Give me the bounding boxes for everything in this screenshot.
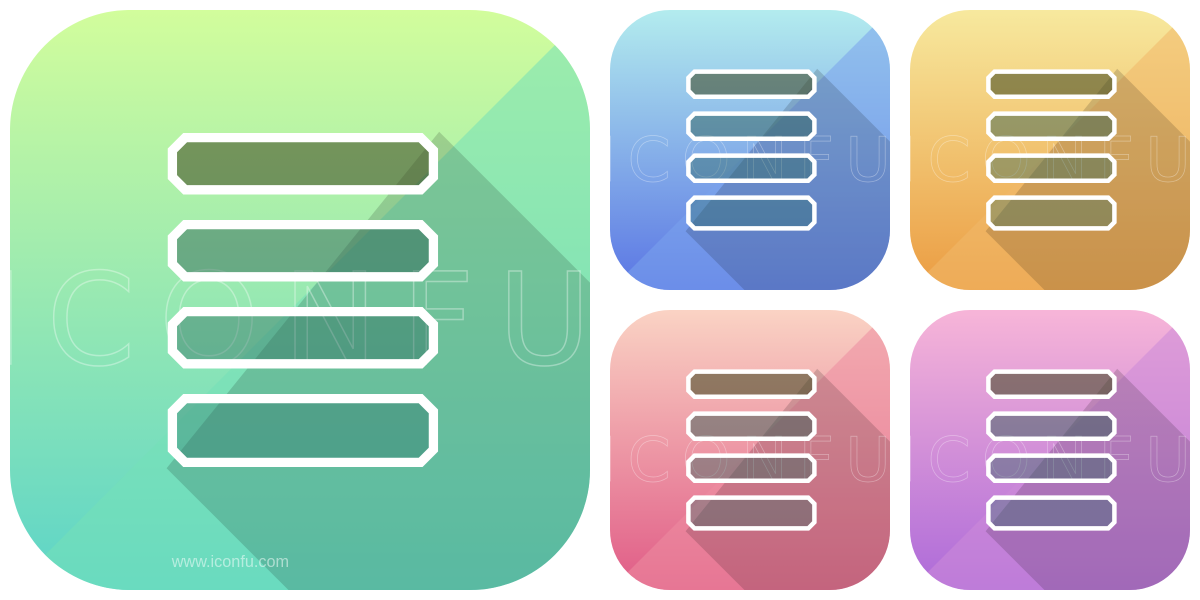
app-icon-tile-orange: ICONFU: [910, 10, 1190, 290]
tile-diagonal-highlight: [610, 310, 890, 590]
tile-diagonal-highlight: [10, 10, 590, 590]
database-bar: [986, 69, 1117, 100]
database-bar: [686, 369, 817, 400]
database-bar: [986, 453, 1117, 484]
database-bar: [686, 453, 817, 484]
database-bar: [986, 111, 1117, 142]
database-bar: [686, 495, 817, 531]
app-icon-tile-large: ICONFU www.iconfu.com: [10, 10, 590, 590]
database-bar: [986, 153, 1117, 184]
database-icon: ICONFU: [910, 10, 1190, 290]
tile-diagonal-highlight: [910, 10, 1190, 290]
database-bar: [167, 219, 439, 282]
watermark-text: ICONFU: [910, 124, 1190, 196]
app-icon-tile-blue: ICONFU: [610, 10, 890, 290]
watermark-text: ICONFU: [910, 424, 1190, 496]
database-bar: [167, 132, 439, 195]
watermark-url: www.iconfu.com: [171, 553, 289, 571]
database-bar: [986, 495, 1117, 531]
database-icon: ICONFU: [610, 10, 890, 290]
database-bar: [686, 69, 817, 100]
database-icon: ICONFU www.iconfu.com: [10, 10, 590, 590]
tile-diagonal-highlight: [910, 310, 1190, 590]
app-icon-tile-purple: ICONFU: [910, 310, 1190, 590]
database-bar: [986, 411, 1117, 442]
tile-diagonal-highlight: [610, 10, 890, 290]
watermark-text: ICONFU: [10, 247, 590, 395]
watermark-text: ICONFU: [610, 424, 890, 496]
database-bar: [167, 393, 439, 468]
database-icon: ICONFU: [910, 310, 1190, 590]
watermark-text: ICONFU: [610, 124, 890, 196]
database-bar: [686, 153, 817, 184]
database-icon: ICONFU: [610, 310, 890, 590]
database-bar: [686, 111, 817, 142]
database-bar: [986, 195, 1117, 231]
database-bar: [986, 369, 1117, 400]
database-bar: [686, 411, 817, 442]
database-bar: [686, 195, 817, 231]
database-bar: [167, 306, 439, 369]
app-icon-tile-red: ICONFU: [610, 310, 890, 590]
